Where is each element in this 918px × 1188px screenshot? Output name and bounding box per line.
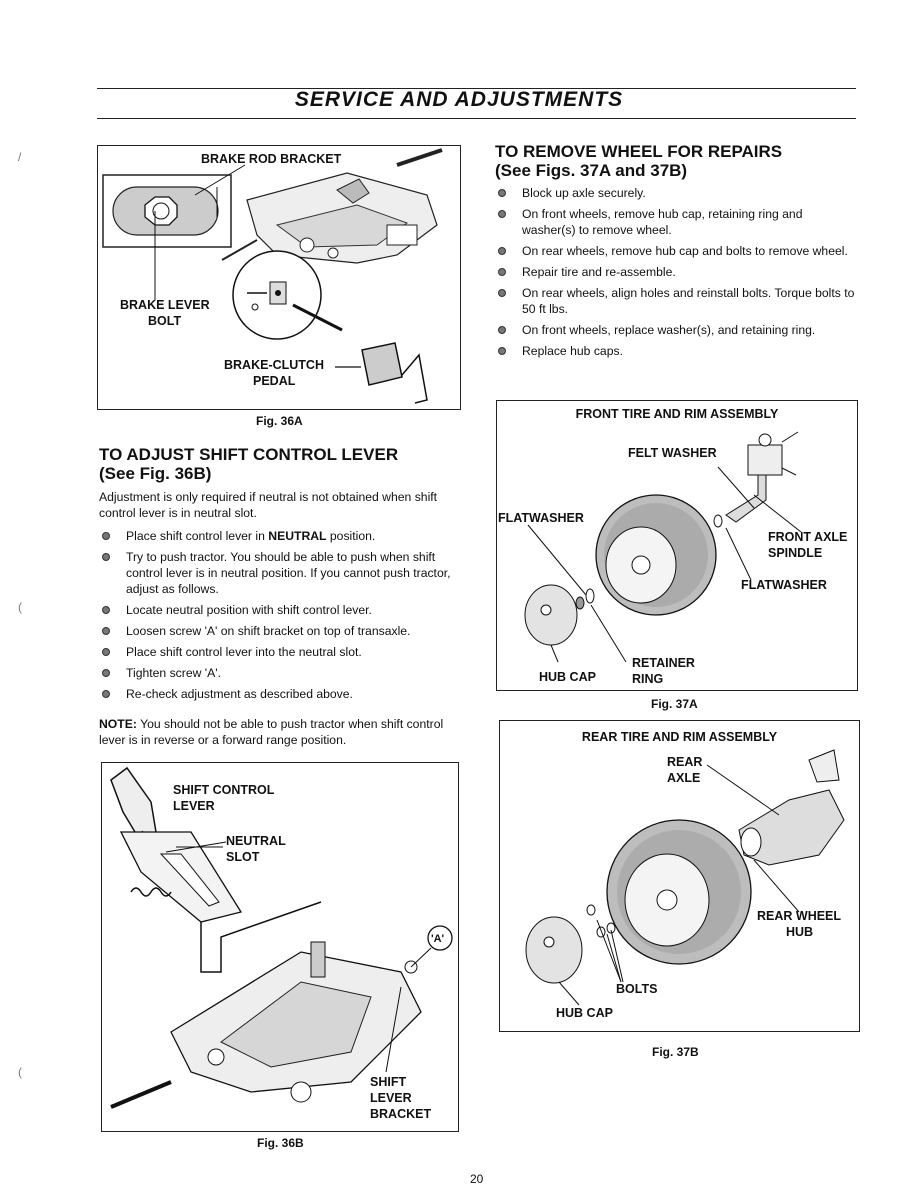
fig37b-title: REAR TIRE AND RIM ASSEMBLY (581, 730, 778, 744)
fig37a-title: FRONT TIRE AND RIM ASSEMBLY (575, 407, 779, 421)
adjust-shift-intro: Adjustment is only required if neutral i… (99, 490, 438, 520)
page-number: 20 (470, 1172, 484, 1186)
adjust-shift-title: TO ADJUST SHIFT CONTROL LEVER (See Fig. … (99, 445, 459, 483)
adjust-shift-title-line2: (See Fig. 36B) (99, 464, 212, 483)
label-brake-clutch-pedal-line2: PEDAL (253, 374, 296, 388)
fig37a-caption: Fig. 37A (651, 697, 698, 711)
label-rear-wheel-hub-line1: REAR WHEEL (757, 909, 842, 923)
remove-wheel-title-line2: (See Figs. 37A and 37B) (495, 161, 688, 180)
label-flatwasher-right: FLATWASHER (741, 578, 827, 592)
label-bolts: BOLTS (616, 982, 658, 996)
label-shift-lever-bracket-line1: SHIFT (370, 1075, 407, 1089)
label-rear-axle-line1: REAR (667, 755, 703, 769)
fig36a-illustration (102, 148, 443, 404)
list-item: On front wheels, replace washer(s), and … (495, 322, 857, 338)
label-shift-lever-bracket-line3: BRACKET (370, 1107, 432, 1121)
list-item: Place shift control lever into the neutr… (99, 644, 459, 660)
label-hub-cap-front: HUB CAP (539, 670, 596, 684)
fig36a-frame (97, 145, 461, 410)
note-label: NOTE: (99, 717, 137, 731)
page-title: SERVICE AND ADJUSTMENTS (294, 88, 624, 111)
fig37b-frame (499, 720, 860, 1032)
label-retainer-ring-line1: RETAINER (632, 656, 695, 670)
list-item: Tighten screw 'A'. (99, 665, 459, 681)
fig37b-caption: Fig. 37B (652, 1045, 699, 1059)
fig36a-caption: Fig. 36A (256, 414, 303, 428)
label-felt-washer: FELT WASHER (628, 446, 717, 460)
list-item: Replace hub caps. (495, 343, 857, 359)
list-item: Repair tire and re-assemble. (495, 264, 857, 280)
label-shift-lever-bracket-line2: LEVER (370, 1091, 412, 1105)
label-screw-a: 'A' (431, 933, 445, 945)
list-item: Locate neutral position with shift contr… (99, 602, 459, 618)
header-top-rule (97, 88, 856, 89)
list-item: Re-check adjustment as described above. (99, 686, 459, 702)
list-item: Place shift control lever in NEUTRAL pos… (99, 528, 459, 544)
label-brake-rod-bracket: BRAKE ROD BRACKET (201, 152, 342, 166)
label-brake-clutch-pedal-line1: BRAKE-CLUTCH (224, 358, 324, 372)
list-item: Try to push tractor. You should be able … (99, 549, 459, 597)
label-retainer-ring-line2: RING (632, 672, 664, 686)
label-shift-control-lever-line1: SHIFT CONTROL (173, 783, 275, 797)
remove-wheel-title: TO REMOVE WHEEL FOR REPAIRS (See Figs. 3… (495, 142, 860, 180)
list-item: Block up axle securely. (495, 185, 857, 201)
label-shift-control-lever-line2: LEVER (173, 799, 215, 813)
margin-mark: ( (18, 1065, 22, 1079)
label-hub-cap-rear: HUB CAP (556, 1006, 613, 1020)
label-brake-lever-bolt-line1: BRAKE LEVER (120, 298, 210, 312)
note-text: You should not be able to push tractor w… (99, 717, 444, 747)
label-rear-wheel-hub-line2: HUB (786, 925, 814, 939)
list-item: On rear wheels, remove hub cap and bolts… (495, 243, 857, 259)
fig36b-illustration (110, 766, 453, 1109)
label-flatwasher-left: FLATWASHER (498, 511, 584, 525)
remove-wheel-steps: Block up axle securely. On front wheels,… (495, 185, 857, 364)
label-front-axle-spindle-line1: FRONT AXLE (768, 530, 848, 544)
adjust-shift-title-line1: TO ADJUST SHIFT CONTROL LEVER (99, 445, 399, 464)
label-neutral-slot-line1: NEUTRAL (226, 834, 286, 848)
adjust-shift-note: NOTE: You should not be able to push tra… (99, 716, 461, 748)
list-item: On rear wheels, align holes and reinstal… (495, 285, 857, 317)
fig36b-caption: Fig. 36B (257, 1136, 304, 1150)
header-bottom-rule (97, 118, 856, 119)
margin-mark: / (18, 150, 22, 164)
label-front-axle-spindle-line2: SPINDLE (768, 546, 823, 560)
fig36b-frame (101, 762, 459, 1132)
label-rear-axle-line2: AXLE (667, 771, 701, 785)
label-brake-lever-bolt-line2: BOLT (148, 314, 182, 328)
remove-wheel-title-line1: TO REMOVE WHEEL FOR REPAIRS (495, 142, 783, 161)
fig37b-illustration (525, 749, 845, 1006)
margin-mark: ( (18, 600, 22, 614)
list-item: On front wheels, remove hub cap, retaini… (495, 206, 857, 238)
fig37a-frame (496, 400, 858, 691)
label-neutral-slot-line2: SLOT (226, 850, 260, 864)
fig37a-illustration (524, 431, 802, 663)
list-item: Loosen screw 'A' on shift bracket on top… (99, 623, 459, 639)
adjust-shift-steps: Place shift control lever in NEUTRAL pos… (99, 528, 459, 707)
